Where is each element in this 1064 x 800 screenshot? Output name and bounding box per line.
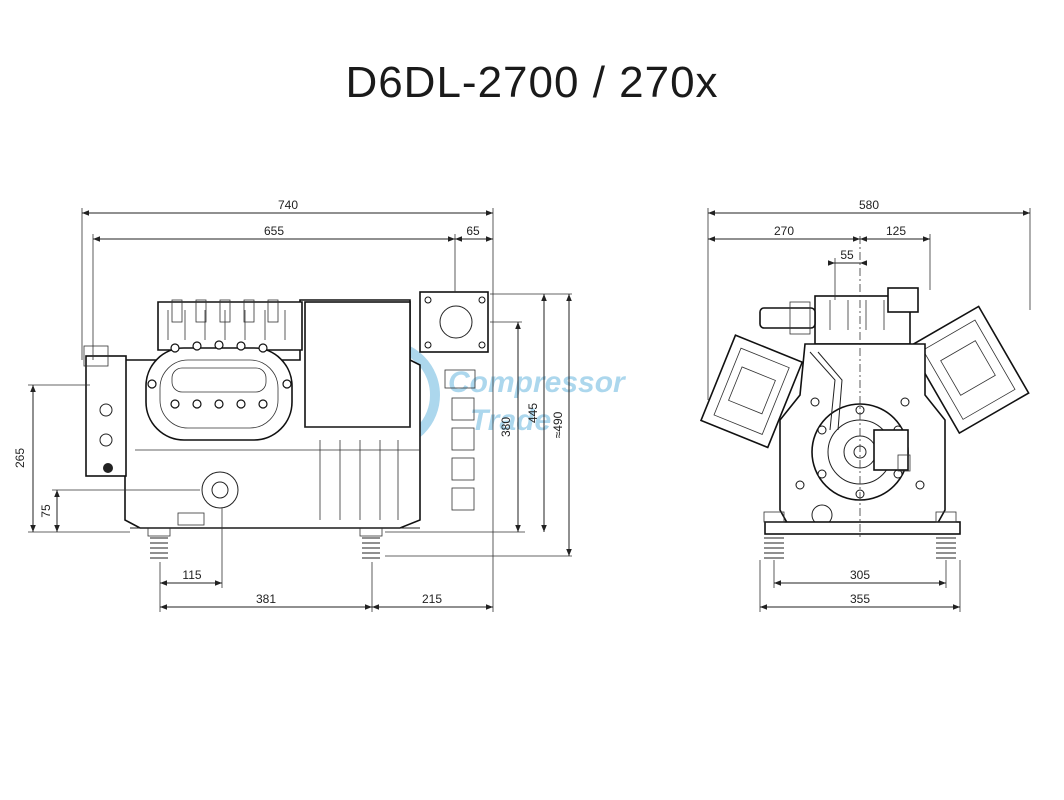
dim-490: ≈490 xyxy=(551,411,565,438)
front-spring-left xyxy=(763,511,785,559)
dim-740: 740 xyxy=(278,198,298,212)
watermark-line1: Compressor xyxy=(448,366,627,399)
dim-655: 655 xyxy=(264,224,284,238)
dim-55: 55 xyxy=(840,248,854,262)
dim-265: 265 xyxy=(13,448,27,468)
mount-spring-right xyxy=(359,527,383,559)
front-spring-right xyxy=(935,511,957,559)
dim-65: 65 xyxy=(466,224,480,238)
dim-381: 381 xyxy=(256,592,276,606)
side-view xyxy=(83,291,489,559)
front-view-dimensions: 580 270 125 55 305 355 xyxy=(707,198,1031,612)
mount-spring-left xyxy=(147,527,171,559)
front-view xyxy=(699,236,1030,559)
dim-445: 445 xyxy=(526,403,540,423)
watermark-line2: Trade xyxy=(470,404,551,437)
dim-75: 75 xyxy=(39,504,53,518)
dim-115: 115 xyxy=(182,568,201,582)
dim-305: 305 xyxy=(850,568,870,582)
dim-380: 380 xyxy=(499,417,513,437)
side-view-dimensions: 740 655 65 265 75 380 445 ≈490 115 3 xyxy=(13,198,572,612)
dim-215: 215 xyxy=(422,592,442,606)
dim-270: 270 xyxy=(774,224,794,238)
dim-355: 355 xyxy=(850,592,870,606)
dim-125: 125 xyxy=(886,224,906,238)
dim-580: 580 xyxy=(859,198,879,212)
drawing-title: D6DL-2700 / 270x xyxy=(345,58,719,107)
